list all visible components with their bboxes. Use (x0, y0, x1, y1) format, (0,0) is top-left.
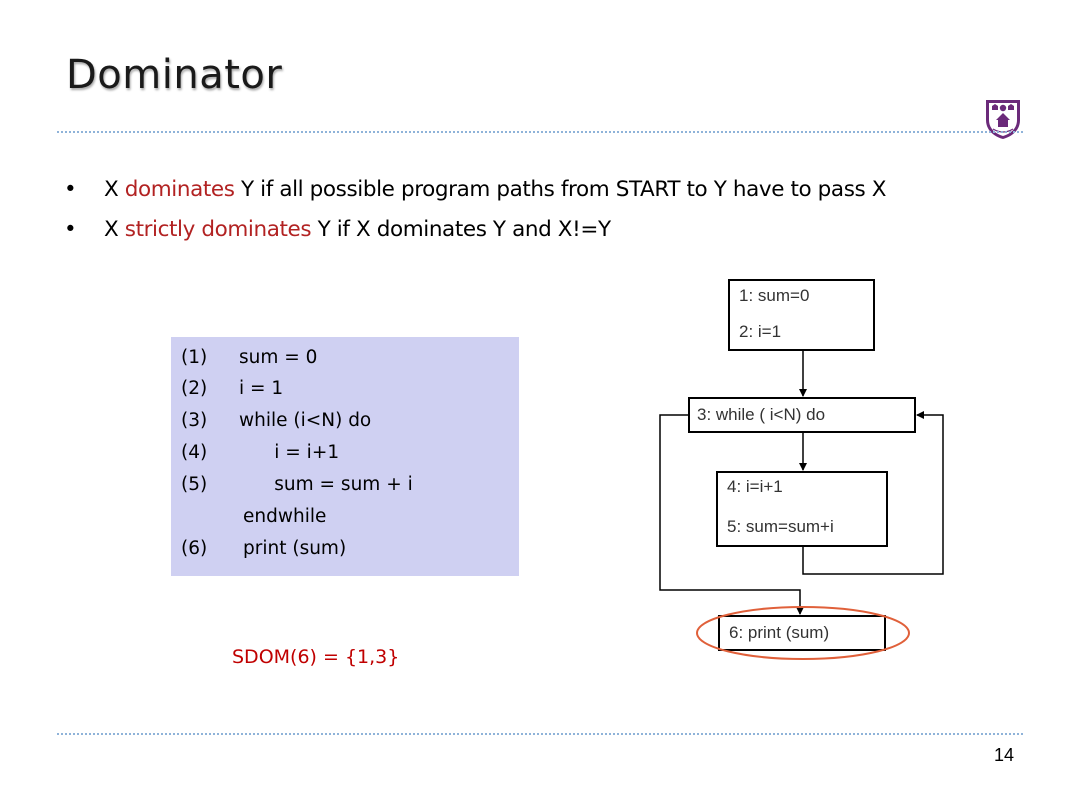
code-line-text: print (sum) (243, 538, 347, 559)
code-line-number: (6) (181, 538, 208, 559)
code-line-text: sum = 0 (239, 347, 318, 368)
bullet-item-strictly-dominates: • X strictly dominates Y if X dominates … (64, 212, 886, 252)
cfg-node-5-label: 5: sum=sum+i (727, 517, 834, 536)
bullet-text-pre: X (104, 217, 125, 242)
sdom-result: SDOM(6) = {1,3} (232, 646, 400, 668)
bullet-highlight: dominates (124, 177, 235, 202)
code-line-text: i = i+1 (239, 442, 340, 463)
cfg-edge-loop-exit (659, 414, 804, 615)
cfg-edge-back-to-loop (802, 411, 944, 575)
cfg-block-exit (718, 615, 886, 651)
cfg-node-1-label: 1: sum=0 (739, 286, 809, 305)
code-line-number: (5) (181, 474, 208, 495)
page-number: 14 (993, 745, 1014, 765)
bullet-text-post: Y if X dominates Y and X!=Y (311, 217, 611, 242)
bullet-dot: • (64, 177, 77, 202)
bullet-highlight: strictly dominates (124, 217, 312, 242)
bullet-dot: • (64, 217, 77, 242)
cfg-block-loop-body (716, 471, 888, 547)
code-line-text: while (i<N) do (239, 410, 372, 431)
highlight-circle (696, 606, 910, 660)
code-block: (1) sum = 0 (2) i = 1 (3) while (i<N) do… (171, 337, 519, 576)
code-line-number: (1) (181, 347, 208, 368)
code-line-text: sum = sum + i (239, 474, 413, 495)
bullet-item-dominates: • X dominates Y if all possible program … (64, 172, 886, 212)
header-divider (57, 131, 1023, 133)
code-line-number: (2) (181, 378, 208, 399)
control-flow-graph: 1: sum=0 2: i=1 3: while ( i<N) do 4: i=… (659, 279, 944, 660)
bullet-text-post: Y if all possible program paths from STA… (234, 177, 887, 202)
cfg-block-entry (728, 279, 875, 351)
cfg-node-3-label: 3: while ( i<N) do (697, 405, 825, 424)
code-line-text: endwhile (243, 506, 327, 527)
code-line-text: i = 1 (239, 378, 284, 399)
university-crest-icon (986, 100, 1020, 139)
cfg-node-4-label: 4: i=i+1 (727, 477, 783, 496)
slide-title: Dominator (66, 52, 283, 98)
bullet-list: • X dominates Y if all possible program … (64, 172, 886, 252)
footer-divider (57, 733, 1023, 735)
bullet-text-pre: X (104, 177, 125, 202)
cfg-node-6-label: 6: print (sum) (729, 623, 829, 642)
code-line-number: (4) (181, 442, 208, 463)
cfg-node-2-label: 2: i=1 (739, 322, 781, 341)
code-line-number: (3) (181, 410, 208, 431)
